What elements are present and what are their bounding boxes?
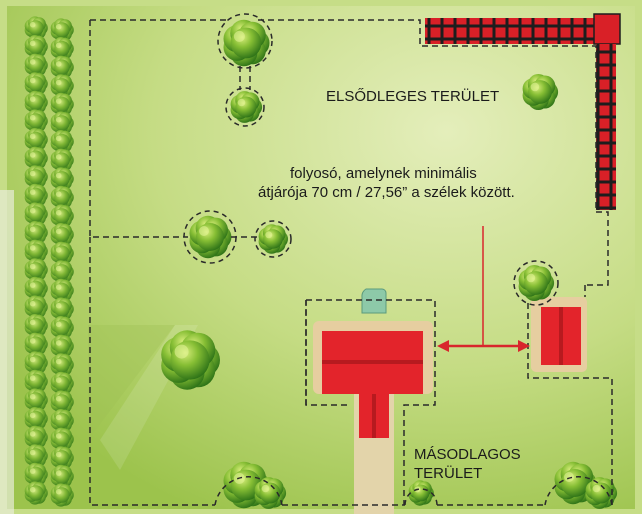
- corridor-label: folyosó, amelynek minimális átjárója 70 …: [258, 164, 558, 202]
- fence-icon: [425, 13, 621, 210]
- hedge-shrub: [50, 130, 74, 154]
- hedge-shrub: [50, 390, 74, 414]
- corridor-label-line2: átjárója 70 cm / 27,56” a szélek között.: [258, 184, 515, 201]
- edge-decoration: [0, 190, 14, 514]
- tree-exclusion-zones: [183, 13, 613, 506]
- hedge-shrub: [24, 481, 48, 505]
- hedge-shrub: [24, 425, 48, 449]
- hedge-shrub: [24, 183, 48, 207]
- boundary-wire: [89, 19, 613, 506]
- hedge-shrub: [50, 167, 74, 191]
- corridor-label-line1: folyosó, amelynek minimális: [290, 165, 477, 182]
- arrow-head-right: [518, 340, 530, 352]
- tree-icon: [230, 91, 263, 123]
- primary-boundary: [90, 19, 609, 286]
- hedge-shrub: [50, 74, 74, 98]
- shed-ridge: [559, 307, 563, 365]
- tree-icon: [161, 330, 221, 390]
- tree-icon: [189, 215, 232, 259]
- secondary-boundary-right: [527, 300, 613, 505]
- secondary-area-label: MÁSODLAGOS TERÜLET: [414, 446, 521, 482]
- trees: [161, 19, 618, 509]
- tree-icon: [518, 265, 555, 301]
- charging-station-icon: [361, 288, 387, 314]
- hedge-shrub: [24, 462, 48, 487]
- lawn-shadow: [88, 325, 175, 440]
- hedge-shrub: [24, 128, 48, 152]
- hedge-shrub: [24, 407, 48, 431]
- hedge-icon: [24, 16, 74, 507]
- main-building: [313, 321, 433, 514]
- secondary-boundary-left: [89, 237, 215, 506]
- shed-building: [531, 297, 587, 372]
- hedge-shrub: [50, 204, 74, 228]
- extension-ridge: [372, 394, 376, 438]
- hedge-shrub: [50, 148, 74, 172]
- hedge-shrub: [50, 241, 74, 265]
- tree-icon: [522, 74, 559, 110]
- hedge-shrub: [50, 483, 74, 507]
- hedge-shrub: [50, 278, 74, 303]
- primary-area-label: ELSŐDLEGES TERÜLET: [326, 88, 500, 105]
- roof-ridge: [322, 360, 423, 364]
- arrow-head-left: [437, 340, 449, 352]
- building-boundary: [306, 299, 436, 505]
- hedge-shrub: [24, 295, 48, 319]
- hedge-shrub: [24, 90, 48, 114]
- primary-boundary-left: [89, 20, 188, 238]
- tree-icon: [223, 19, 270, 67]
- hedge-shrub: [50, 371, 74, 396]
- hedge-shrub: [50, 464, 74, 489]
- hedge-shrub: [50, 55, 74, 79]
- corridor-arrow: [437, 226, 530, 352]
- tree-icon: [258, 224, 288, 254]
- hedge-shrub: [24, 276, 48, 301]
- hedge-shrub: [24, 239, 48, 263]
- hedge-shrub: [50, 334, 74, 358]
- tree-connector: [239, 66, 251, 90]
